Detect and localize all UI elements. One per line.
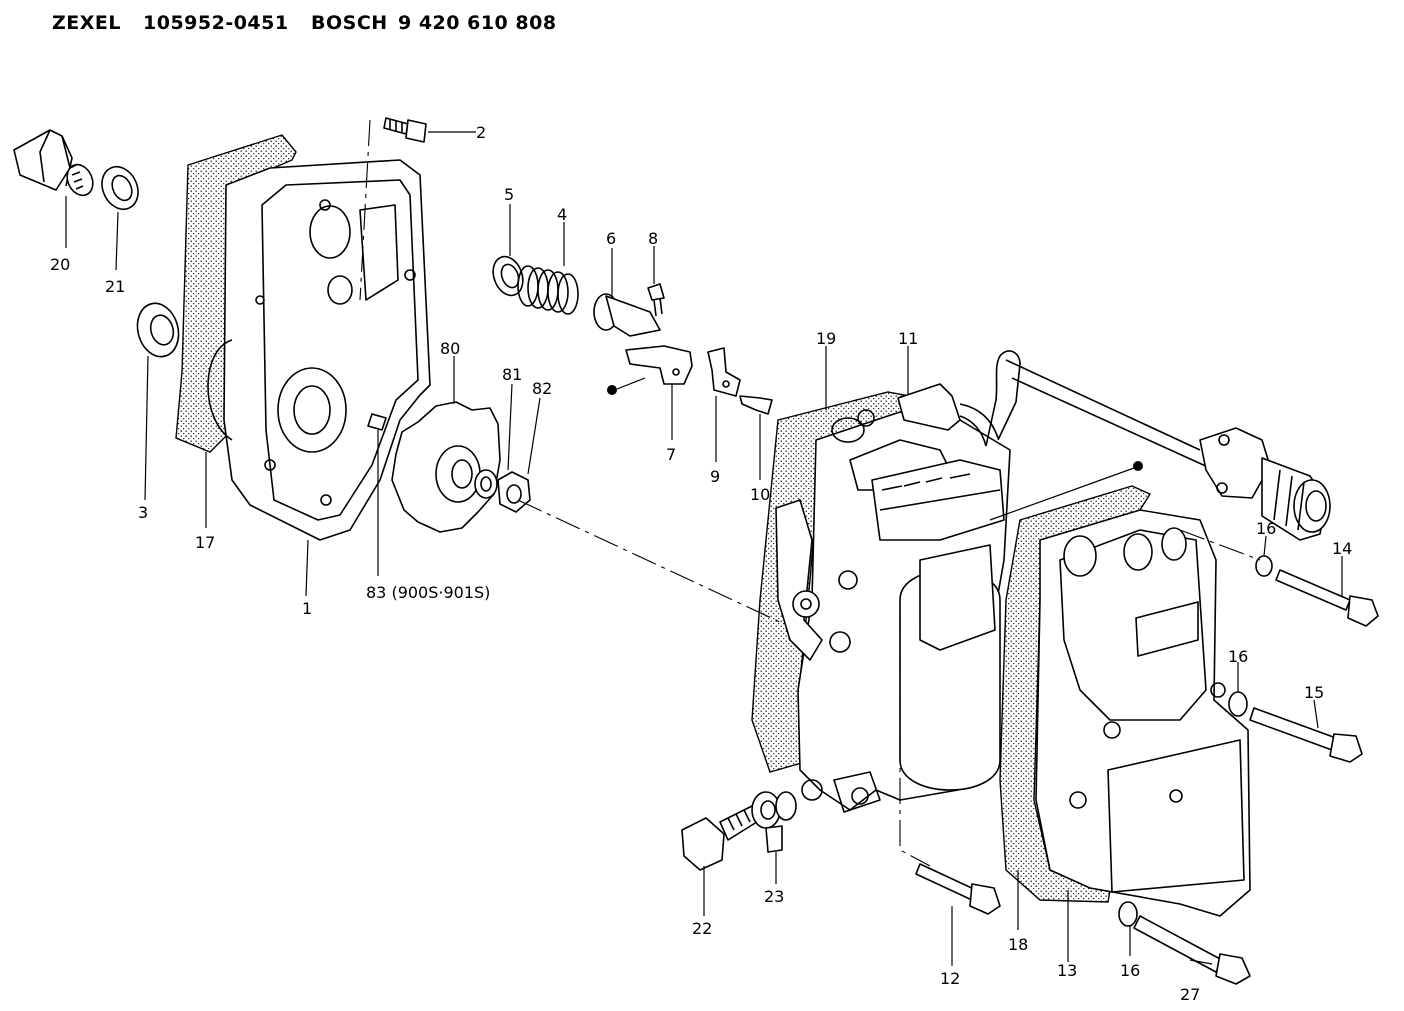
part-2-bolt [383,117,427,143]
part-9-bracket [707,347,741,397]
maker-zexel: ZEXEL [52,12,121,34]
callout-22: 22 [692,919,712,938]
callout-13: 13 [1057,961,1077,980]
part-3-oil-seal [136,302,180,358]
callout-14: 14 [1332,539,1352,558]
callout-16-top: 16 [1256,519,1276,538]
pin-dot-right [1133,461,1143,471]
callout-3: 3 [138,503,148,522]
part-5-ring [492,255,524,297]
part-82-nut [497,471,531,513]
part-11-pipe-and-connector [897,350,1331,541]
part-4-spring [517,265,579,315]
callout-80: 80 [440,339,460,358]
part-80-flyweight-carrier [391,401,501,533]
part-20-banjo-fitting [13,129,94,197]
part-14-bolt [1255,555,1379,627]
callout-23: 23 [764,887,784,906]
callout-12: 12 [940,969,960,988]
governor-body [775,409,1011,813]
part-8-screw [647,283,665,317]
callout-7: 7 [666,445,676,464]
callout-1: 1 [302,599,312,618]
callout-18: 18 [1008,935,1028,954]
callout-labels: 2 20 21 3 17 1 83 (900S·901S) 80 81 82 5… [50,123,1352,1004]
callout-17: 17 [195,533,215,552]
callout-21: 21 [105,277,125,296]
leader-lines [65,131,1343,966]
callout-10: 10 [750,485,770,504]
part-6-spring-seat [593,293,661,337]
bosch-part-number: 9 420 610 808 [398,12,557,34]
part-81-ring [474,469,498,499]
part-21-washer [101,166,139,210]
callout-16-mid: 16 [1228,647,1248,666]
callout-2: 2 [476,123,486,142]
callout-82: 82 [532,379,552,398]
part-27-bolt [1118,901,1251,985]
part-12-bolt [915,863,1001,915]
callout-4: 4 [557,205,567,224]
callout-83: 83 (900S·901S) [366,583,490,602]
assembly-axis [517,499,781,623]
part-23-washer [751,791,797,853]
callout-5: 5 [504,185,514,204]
callout-27: 27 [1180,985,1200,1004]
callout-9: 9 [710,467,720,486]
part-13-cover [1035,509,1251,917]
callout-11: 11 [898,329,918,348]
callout-19: 19 [816,329,836,348]
zexel-part-number: 105952-0451 [143,12,289,34]
part-83-key [367,413,387,431]
part-10-screw [739,395,773,415]
callout-16-bottom: 16 [1120,961,1140,980]
pin-dot-left [607,385,617,395]
callout-8: 8 [648,229,658,248]
part-7-lever [625,345,693,385]
part-22-bolt [681,805,761,871]
callout-81: 81 [502,365,522,384]
callout-6: 6 [606,229,616,248]
callout-15: 15 [1304,683,1324,702]
maker-bosch: BOSCH [311,12,388,34]
callout-20: 20 [50,255,70,274]
part-15-bolt [1228,691,1363,763]
